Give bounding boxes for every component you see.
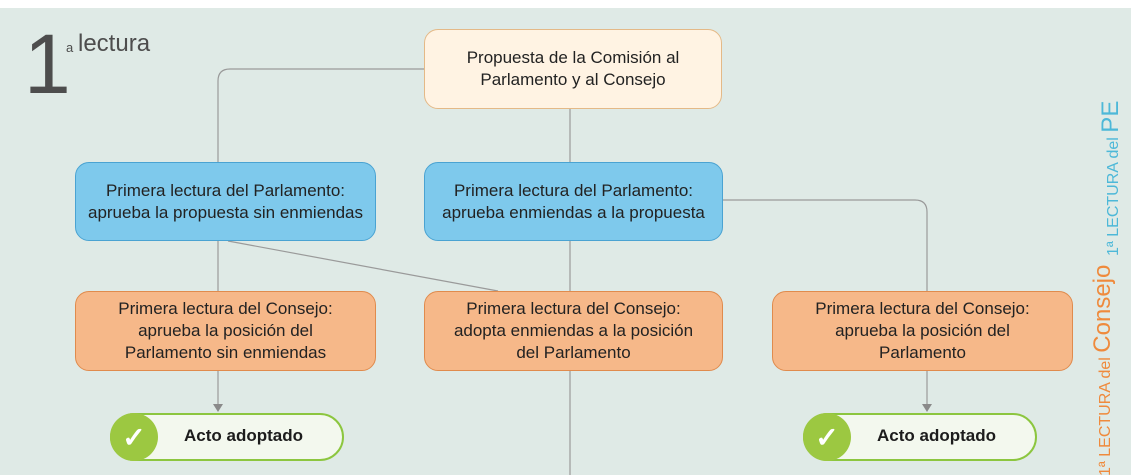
council-left-line3: Parlamento sin enmiendas bbox=[124, 343, 327, 362]
parliament-no-amendments-line1: Primera lectura del Parlamento: bbox=[105, 180, 346, 200]
connector-proposal-to-left bbox=[217, 68, 424, 162]
reading-superscript: a bbox=[66, 40, 74, 55]
check-icon: ✓ bbox=[803, 413, 851, 461]
act-adopted-left: ✓ Acto adoptado bbox=[110, 413, 344, 461]
parliament-amendments-box: Primera lectura del Parlamento: aprueba … bbox=[424, 162, 723, 241]
reading-title: lectura bbox=[78, 30, 151, 57]
council-mid-line2: adopta enmiendas a la posición bbox=[453, 321, 694, 340]
proposal-line1: Propuesta de la Comisión al bbox=[466, 48, 680, 67]
council-left-line2: aprueba la posición del bbox=[138, 321, 313, 340]
side-label-pe-prefix: 1ª LECTURA del bbox=[1105, 132, 1122, 256]
act-adopted-right: ✓ Acto adoptado bbox=[803, 413, 1037, 461]
arrowhead-left bbox=[213, 404, 223, 412]
council-approves-position-box: Primera lectura del Consejo: aprueba la … bbox=[772, 291, 1073, 371]
diagram-canvas: 1 a lectura Propuesta de la Comisión al … bbox=[0, 8, 1131, 475]
act-adopted-left-label: Acto adoptado bbox=[184, 426, 303, 445]
parliament-amendments-line1: Primera lectura del Parlamento: bbox=[453, 180, 694, 200]
connector-middle-to-right bbox=[723, 199, 928, 291]
connector-lines bbox=[213, 68, 932, 475]
council-right-line3: Parlamento bbox=[879, 343, 966, 362]
side-label-pe-emphasis: PE bbox=[1097, 100, 1124, 133]
proposal-box: Propuesta de la Comisión al Parlamento y… bbox=[424, 29, 722, 109]
council-mid-line3: del Parlamento bbox=[516, 343, 631, 362]
council-right-line2: aprueba la posición del bbox=[835, 321, 1010, 340]
reading-number: 1 bbox=[24, 17, 71, 111]
parliament-no-amendments-line2: aprueba la propuesta sin enmiendas bbox=[87, 202, 364, 222]
act-adopted-right-label: Acto adoptado bbox=[877, 426, 996, 445]
side-label-first-reading-consejo: 1ª LECTURA del Consejo bbox=[1089, 265, 1117, 475]
council-approves-no-amendments-box: Primera lectura del Consejo: aprueba la … bbox=[75, 291, 376, 371]
side-label-consejo-prefix: 1ª LECTURA del bbox=[1097, 352, 1114, 475]
parliament-amendments-line2: aprueba enmiendas a la propuesta bbox=[442, 202, 705, 222]
check-icon: ✓ bbox=[110, 413, 158, 461]
side-label-consejo-emphasis: Consejo bbox=[1089, 264, 1116, 353]
connector-left-to-council-mid bbox=[227, 240, 499, 292]
arrowhead-right bbox=[922, 404, 932, 412]
council-adopts-amendments-box: Primera lectura del Consejo: adopta enmi… bbox=[424, 291, 723, 371]
council-mid-line1: Primera lectura del Consejo: bbox=[466, 299, 681, 318]
side-label-first-reading-pe: 1ª LECTURA del PE bbox=[1097, 101, 1125, 256]
council-right-line1: Primera lectura del Consejo: bbox=[815, 299, 1030, 318]
parliament-no-amendments-box: Primera lectura del Parlamento: aprueba … bbox=[75, 162, 376, 241]
proposal-line2: Parlamento y al Consejo bbox=[480, 70, 666, 89]
council-left-line1: Primera lectura del Consejo: bbox=[118, 299, 333, 318]
